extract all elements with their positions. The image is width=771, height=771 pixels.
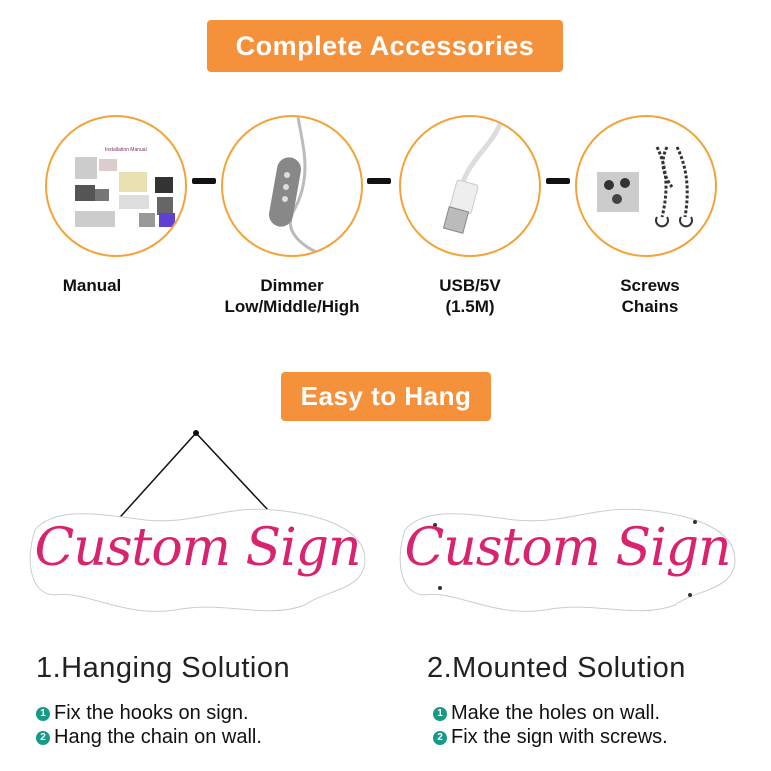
- connector: [192, 178, 216, 184]
- screws-chains-image: [575, 115, 717, 257]
- usb-cable-image: [399, 115, 541, 257]
- mounted-step-2: 2 Fix the sign with screws.: [433, 726, 668, 749]
- sign-backplate: [399, 508, 736, 612]
- connector: [546, 178, 570, 184]
- usb-label: USB/5V (1.5M): [439, 276, 501, 316]
- hanging-solution-title: 1.Hanging Solution: [36, 652, 291, 684]
- step-text: Fix the hooks on sign.: [54, 702, 249, 724]
- step-number-icon: 1: [433, 706, 447, 721]
- step-number-icon: 2: [433, 730, 447, 745]
- label-text: Manual: [62, 276, 122, 295]
- mounted-step-1: 1 Make the holes on wall.: [433, 702, 660, 725]
- manual-pages-icon: Installation Manual: [75, 147, 175, 227]
- easy-to-hang-banner: Easy to Hang: [281, 372, 491, 421]
- complete-accessories-banner: Complete Accessories: [207, 20, 563, 72]
- mounted-sign: Custom Sign: [395, 500, 740, 618]
- manual-image: Installation Manual: [45, 115, 187, 257]
- screws-chains-icon: [597, 146, 693, 228]
- mounted-solution-title: 2.Mounted Solution: [427, 652, 686, 684]
- manual-label: Manual: [7, 275, 177, 296]
- usb-plug-icon: [442, 121, 504, 234]
- sign-text: Custom Sign: [34, 518, 361, 578]
- screws-chains-label: Screws Chains: [620, 276, 680, 316]
- dimmer-label: Dimmer Low/Middle/High: [224, 276, 360, 316]
- sign-text: Custom Sign: [404, 518, 731, 578]
- manual-title-text: Installation Manual: [105, 147, 147, 153]
- step-number-icon: 1: [36, 706, 50, 721]
- step-text: Fix the sign with screws.: [451, 726, 668, 748]
- dimmer-image: [221, 115, 363, 257]
- hanging-step-1: 1 Fix the hooks on sign.: [36, 702, 249, 725]
- hanging-step-2: 2 Hang the chain on wall.: [36, 726, 262, 749]
- connector: [367, 178, 391, 184]
- sign-backplate: [29, 508, 366, 612]
- dimmer-icon: [269, 117, 324, 255]
- hanging-chain-icon: [112, 430, 283, 526]
- step-number-icon: 2: [36, 730, 50, 745]
- step-text: Make the holes on wall.: [451, 702, 661, 724]
- hanging-sign: Custom Sign: [25, 500, 370, 618]
- step-text: Hang the chain on wall.: [54, 726, 262, 748]
